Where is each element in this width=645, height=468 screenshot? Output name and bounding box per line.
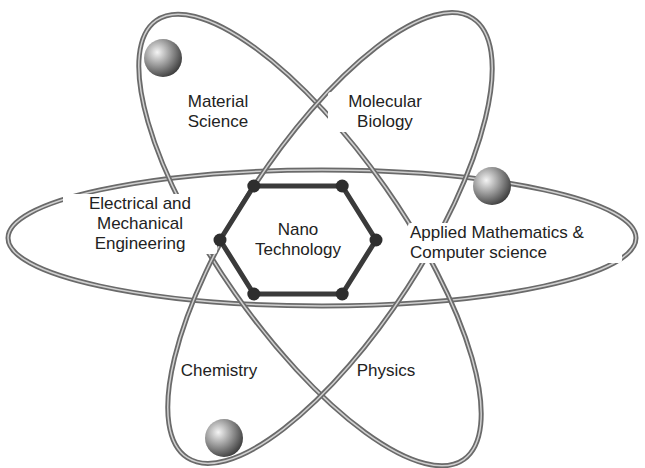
atom-dot xyxy=(370,234,383,247)
orbit-ring-highlight xyxy=(8,170,636,306)
field-label: Applied Mathematics & Computer science xyxy=(408,223,622,263)
electron-sphere xyxy=(473,167,511,205)
electron-sphere xyxy=(205,419,243,457)
field-label: Electrical and Mechanical Engineering xyxy=(63,194,217,254)
field-label: Material Science xyxy=(161,92,275,132)
electron-sphere xyxy=(144,39,182,77)
atom-dot xyxy=(214,234,227,247)
atom-dot xyxy=(336,180,349,193)
hexagon-shape xyxy=(220,186,376,294)
atom-dot xyxy=(336,288,349,301)
field-label: Molecular Biology xyxy=(328,92,442,132)
field-label: Physics xyxy=(355,361,418,381)
orbit-ring xyxy=(8,170,636,306)
node-text: Nano Technology xyxy=(248,220,348,260)
atom-dot xyxy=(247,288,260,301)
field-label: Chemistry xyxy=(179,361,260,381)
hexagon-node: Nano Technology xyxy=(213,179,383,301)
atom-dot xyxy=(247,180,260,193)
